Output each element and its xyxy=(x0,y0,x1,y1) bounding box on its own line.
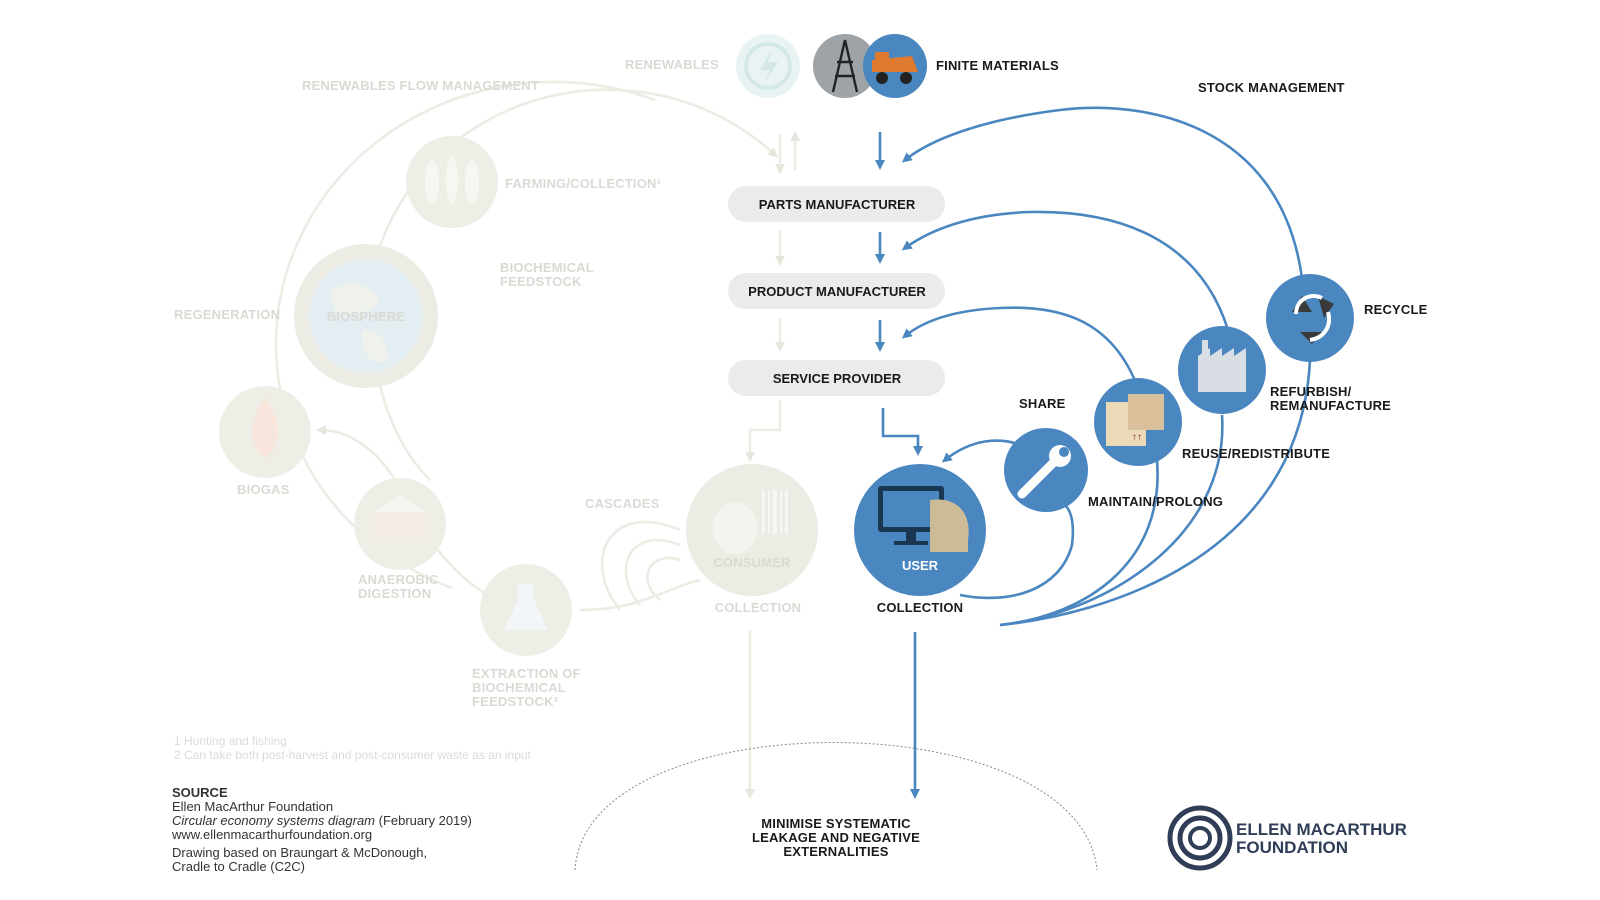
biochemical-label-2: FEEDSTOCK xyxy=(500,274,582,289)
service-provider-label: SERVICE PROVIDER xyxy=(773,371,902,386)
source-block: SOURCE Ellen MacArthur Foundation Circul… xyxy=(171,785,472,874)
source-heading: SOURCE xyxy=(172,785,228,800)
product-manufacturer-box xyxy=(728,273,945,309)
reuse-label: REUSE/REDISTRIBUTE xyxy=(1182,446,1330,461)
biochemical-label-1: BIOCHEMICAL xyxy=(500,260,594,275)
extraction-label-1: EXTRACTION OF xyxy=(472,666,581,681)
logo-line-2: FOUNDATION xyxy=(1236,838,1348,857)
anaerobic-label-2: DIGESTION xyxy=(358,586,431,601)
cascades-label: CASCADES xyxy=(585,496,660,511)
anaerobic-label-1: ANAEROBIC xyxy=(358,572,439,587)
recycle-icon xyxy=(1266,274,1354,362)
extraction-label-2: BIOCHEMICAL xyxy=(472,680,566,695)
finite-materials-label: FINITE MATERIALS xyxy=(936,58,1059,73)
maintain-label: MAINTAIN/PROLONG xyxy=(1088,494,1223,509)
user-label: USER xyxy=(902,558,939,573)
renewables-flow-heading: RENEWABLES FLOW MANAGEMENT xyxy=(302,78,539,93)
service-provider-box xyxy=(728,360,945,396)
recycle-label: RECYCLE xyxy=(1364,302,1428,317)
stock-management-label: STOCK MANAGEMENT xyxy=(1198,80,1345,95)
footnote-2: 2 Can take both post-harvest and post-co… xyxy=(174,748,532,762)
biological-cycle: RENEWABLES FLOW MANAGEMENT RENEWABLES FA… xyxy=(174,34,818,799)
source-url: www.ellenmacarthurfoundation.org xyxy=(171,827,372,842)
foundation-logo: ELLEN MACARTHUR FOUNDATION xyxy=(1167,805,1407,871)
consumer-label: CONSUMER xyxy=(713,555,791,570)
source-date: (February 2019) xyxy=(375,813,472,828)
svg-text:↑↑: ↑↑ xyxy=(1132,432,1142,443)
refurbish-label-1: REFURBISH/ xyxy=(1270,384,1352,399)
source-drawing-1: Drawing based on Braungart & McDonough, xyxy=(172,845,427,860)
leakage-dome xyxy=(574,742,1098,871)
source-drawing-2: Cradle to Cradle (C2C) xyxy=(172,859,305,874)
source-org: Ellen MacArthur Foundation xyxy=(172,799,333,814)
renewables-label: RENEWABLES xyxy=(625,57,719,72)
leakage-label-1: MINIMISE SYSTEMATIC xyxy=(761,816,911,831)
biogas-label: BIOGAS xyxy=(237,482,290,497)
technical-cycle: PARTS MANUFACTURER PRODUCT MANUFACTURER … xyxy=(574,34,1428,871)
regeneration-label: REGENERATION xyxy=(174,307,280,322)
collection-label: COLLECTION xyxy=(877,600,964,615)
leakage-label-2: LEAKAGE AND NEGATIVE xyxy=(752,830,920,845)
share-label: SHARE xyxy=(1019,396,1066,411)
logo-line-1: ELLEN MACARTHUR xyxy=(1236,820,1407,839)
oil-rig-icon xyxy=(813,34,877,98)
farming-label: FARMING/COLLECTION¹ xyxy=(505,176,661,191)
biosphere-label: BIOSPHERE xyxy=(327,309,406,324)
source-title: Circular economy systems diagram xyxy=(172,813,375,828)
left-collection-label: COLLECTION xyxy=(715,600,802,615)
refurbish-label-2: REMANUFACTURE xyxy=(1270,398,1391,413)
footnote-1: 1 Hunting and fishing xyxy=(174,734,287,748)
product-manufacturer-label: PRODUCT MANUFACTURER xyxy=(748,284,926,299)
parts-manufacturer-label: PARTS MANUFACTURER xyxy=(759,197,916,212)
extraction-label-3: FEEDSTOCK² xyxy=(472,694,559,709)
leakage-label-3: EXTERNALITIES xyxy=(783,844,888,859)
computer-icon xyxy=(878,486,944,545)
parts-manufacturer-box xyxy=(728,186,945,222)
source-title-line: Circular economy systems diagram (Februa… xyxy=(172,813,472,828)
